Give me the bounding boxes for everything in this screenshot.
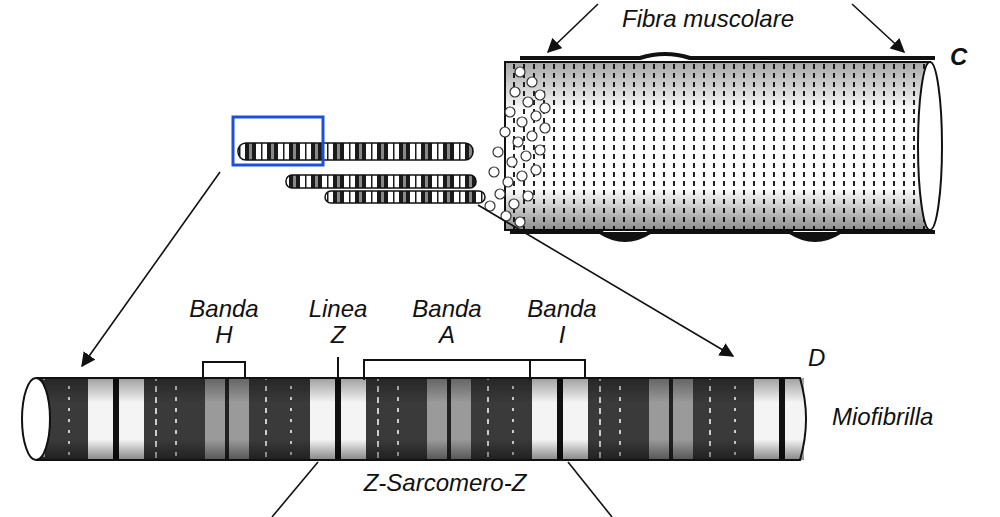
drawing-part bbox=[325, 191, 485, 203]
drawing-part bbox=[82, 172, 220, 366]
myofibril bbox=[22, 378, 806, 460]
drawing-part bbox=[509, 199, 519, 209]
drawing-part bbox=[510, 87, 520, 97]
drawing-part bbox=[520, 54, 935, 58]
drawing-part bbox=[527, 77, 537, 87]
drawing-part bbox=[500, 127, 510, 137]
drawing-part bbox=[203, 362, 245, 378]
drawing-part bbox=[535, 145, 545, 155]
band-label: Banda H bbox=[184, 296, 264, 348]
muscle-fiber bbox=[485, 54, 942, 240]
drawing-part bbox=[238, 143, 473, 160]
drawing-part bbox=[505, 107, 515, 117]
drawing-part bbox=[540, 103, 550, 113]
drawing-part bbox=[515, 67, 525, 77]
drawing-part bbox=[540, 123, 550, 133]
drawing-part bbox=[568, 462, 612, 517]
drawing-part bbox=[531, 111, 541, 121]
band-label: Banda A bbox=[407, 296, 487, 348]
drawing-part bbox=[523, 191, 533, 201]
drawing-part bbox=[272, 462, 318, 517]
drawing-part bbox=[531, 165, 541, 175]
panel-letter: C bbox=[950, 44, 967, 70]
drawing-part bbox=[364, 360, 530, 380]
drawing-part bbox=[485, 67, 550, 227]
drawing-part bbox=[852, 4, 904, 52]
drawing-part bbox=[36, 378, 804, 460]
drawing-part bbox=[515, 217, 525, 227]
drawing-part bbox=[478, 205, 733, 356]
drawing-part bbox=[548, 4, 598, 52]
brackets bbox=[203, 357, 585, 380]
drawing-part bbox=[495, 189, 505, 199]
drawing-part bbox=[918, 62, 942, 230]
drawing-part bbox=[517, 171, 527, 181]
drawing-part bbox=[337, 357, 339, 380]
drawing-part bbox=[505, 62, 939, 230]
drawing-part bbox=[489, 167, 499, 177]
drawing-part bbox=[493, 147, 503, 157]
part-label: Miofibrilla bbox=[832, 404, 933, 430]
drawing-part bbox=[535, 90, 545, 100]
sarcomere-label: Z-Sarcomero-Z bbox=[364, 470, 527, 496]
drawing-part bbox=[523, 97, 533, 107]
drawing-part bbox=[36, 378, 804, 460]
band-label: Banda I bbox=[522, 296, 602, 348]
drawing-part bbox=[507, 157, 517, 167]
drawing-part bbox=[527, 131, 537, 141]
figure-title: Fibra muscolare bbox=[622, 6, 794, 32]
myofibrils-small bbox=[238, 143, 485, 203]
drawing-part bbox=[286, 175, 476, 188]
drawing-part bbox=[36, 378, 806, 460]
drawing-part bbox=[530, 360, 585, 378]
drawing-part bbox=[513, 137, 523, 147]
drawing-part bbox=[521, 151, 531, 161]
highlight-box bbox=[233, 117, 323, 165]
drawing-part bbox=[510, 232, 935, 240]
drawing-part bbox=[517, 117, 527, 127]
panel-letter: D bbox=[808, 345, 825, 371]
line-label: Linea Z bbox=[298, 296, 378, 348]
drawing-part bbox=[503, 177, 513, 187]
drawing-part bbox=[22, 378, 50, 460]
drawing-part bbox=[505, 62, 939, 230]
